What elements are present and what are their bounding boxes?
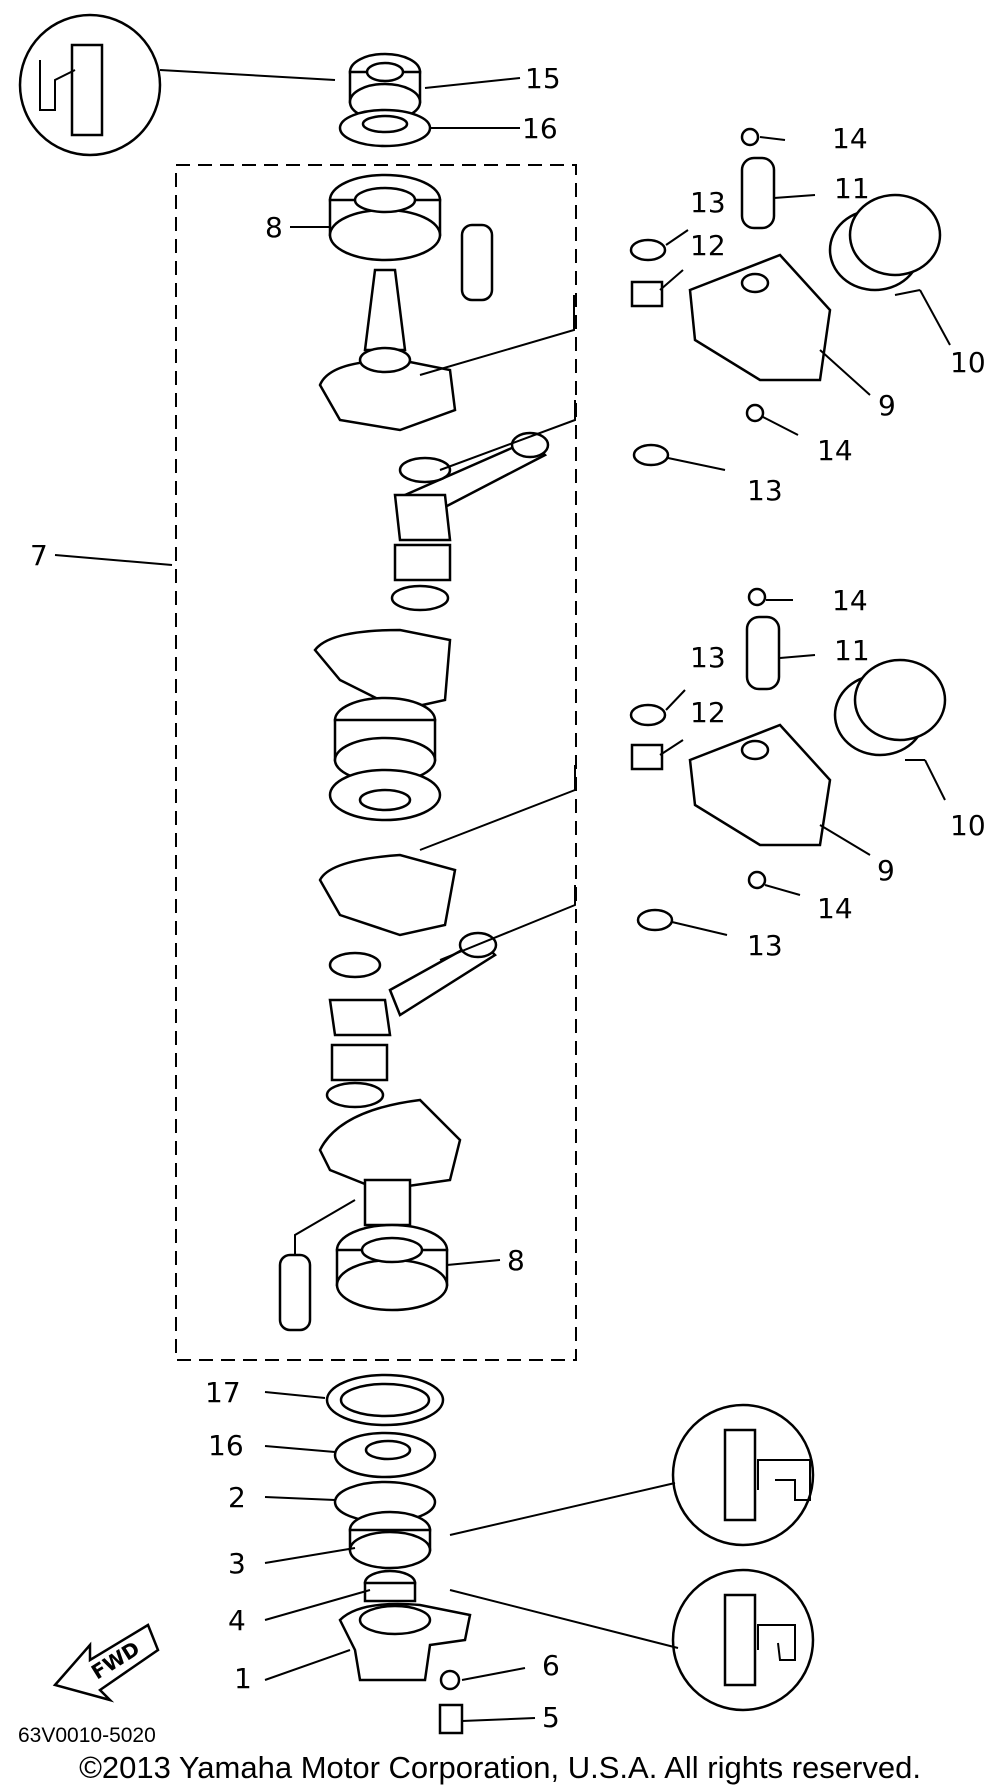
roller-bearing-lower	[330, 1043, 389, 1082]
callout-14-d: 14	[817, 892, 853, 925]
circlip-14-c	[747, 587, 767, 607]
callout-9-a: 9	[878, 389, 896, 422]
crankshaft-upper	[318, 268, 457, 432]
piston-pin-11-a	[740, 156, 776, 230]
crank-web-lower-upper	[318, 853, 457, 937]
callout-11-a: 11	[834, 172, 870, 205]
callout-5: 5	[542, 1701, 560, 1734]
oil-seal-4	[363, 1569, 417, 1603]
plate-16-top	[338, 108, 432, 148]
bolt-5	[438, 1703, 464, 1735]
washer-13-d	[636, 908, 674, 932]
callout-13-c: 13	[690, 641, 726, 674]
washer-6	[439, 1669, 461, 1691]
callout-12-a: 12	[690, 229, 726, 262]
bearing-8-top	[328, 173, 442, 262]
piston-rings-10-b	[833, 658, 947, 757]
center-bearing	[333, 696, 437, 784]
dowel-pin-bottom	[278, 1253, 312, 1332]
callout-14-c: 14	[832, 584, 868, 617]
washer-13-a	[629, 238, 667, 262]
callout-13-d: 13	[747, 929, 783, 962]
callout-13-a: 13	[690, 186, 726, 219]
crank-web-middle	[313, 628, 452, 712]
callout-7: 7	[30, 539, 48, 572]
needle-bearing-12-a	[630, 280, 664, 308]
fwd-arrow-icon: FWD	[52, 1623, 160, 1703]
callout-16-bottom: 16	[208, 1429, 244, 1462]
oil-seal-3	[348, 1510, 432, 1570]
gasket-17-inner	[339, 1382, 431, 1418]
needle-bearing-lower	[328, 951, 382, 979]
callout-1: 1	[234, 1662, 252, 1695]
thrust-washer-upper	[390, 584, 450, 612]
callout-10-b: 10	[950, 809, 986, 842]
pin-leader-bottom	[294, 1199, 356, 1255]
seal-detail-middle	[449, 1403, 815, 1547]
callout-15: 15	[525, 62, 561, 95]
thrust-washer-lower	[325, 1081, 385, 1109]
diagram-code: 63V0010-5020	[18, 1724, 156, 1747]
callout-17: 17	[205, 1376, 241, 1409]
callout-4: 4	[228, 1604, 246, 1637]
needle-bearing-upper	[398, 456, 452, 484]
callout-10-a: 10	[950, 346, 986, 379]
piston-pin-11-b	[745, 615, 781, 691]
plate-16-bottom-hole	[364, 1439, 412, 1461]
callout-13-b: 13	[747, 474, 783, 507]
bearing-housing-1	[338, 1602, 472, 1682]
connecting-rod-upper	[393, 431, 550, 542]
seal-detail-bottom	[449, 1568, 815, 1712]
callout-14-a: 14	[832, 122, 868, 155]
callout-9-b: 9	[877, 854, 895, 887]
dowel-pin-top	[460, 223, 494, 302]
seal-detail-top	[18, 13, 336, 157]
callout-6: 6	[542, 1649, 560, 1682]
circlip-14-b	[745, 403, 765, 423]
crankshaft-assembly-boundary	[175, 164, 577, 1361]
callout-8-bottom: 8	[507, 1244, 525, 1277]
crankshaft-lower	[318, 1098, 462, 1227]
needle-bearing-12-b	[630, 743, 664, 771]
washer-13-c	[629, 703, 667, 727]
callout-11-b: 11	[834, 634, 870, 667]
callout-3: 3	[228, 1547, 246, 1580]
copyright-notice: ©2013 Yamaha Motor Corporation, U.S.A. A…	[79, 1750, 921, 1785]
piston-9-b	[688, 723, 832, 847]
callout-2: 2	[228, 1481, 246, 1514]
center-seal-housing	[328, 768, 442, 822]
piston-9-a	[688, 253, 832, 382]
callout-16-top: 16	[522, 112, 558, 145]
washer-13-b	[632, 443, 670, 467]
callout-14-b: 14	[817, 434, 853, 467]
circlip-14-a	[740, 127, 760, 147]
bearing-8-bottom	[335, 1223, 449, 1312]
callout-12-b: 12	[690, 696, 726, 729]
callout-8-top: 8	[265, 211, 283, 244]
piston-rings-10-a	[828, 193, 942, 292]
roller-bearing-upper	[393, 543, 452, 582]
circlip-14-d	[747, 870, 767, 890]
